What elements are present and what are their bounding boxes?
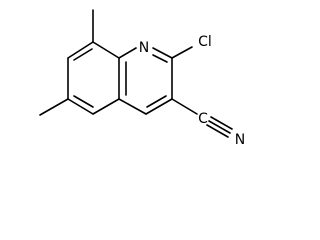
- atom-nitrile-nitrogen: N: [235, 132, 245, 148]
- bond-c6-methyl: [39, 98, 69, 116]
- bond-c2-cl: [171, 46, 193, 59]
- bond-c8a-c8: [92, 41, 120, 59]
- bond-c6-c5-inner: [73, 95, 94, 108]
- molecule-structure: N Cl C N: [39, 9, 245, 148]
- atom-nitrile-carbon: C: [198, 111, 208, 127]
- bond-c6-c5: [67, 98, 94, 115]
- bond-nitrile-triple-3: [206, 124, 229, 138]
- atom-ring-nitrogen: N: [139, 40, 149, 56]
- bond-nitrile-triple-1: [208, 120, 231, 134]
- bond-c5-c4a: [92, 98, 120, 115]
- bond-n1-c2-inner: [152, 54, 168, 63]
- bond-nitrile-triple-2: [210, 116, 233, 130]
- bond-n1-c2: [152, 47, 173, 59]
- bond-c3-c4: [145, 98, 173, 115]
- bond-c8a-n1: [118, 47, 137, 59]
- atom-chloro: Cl: [198, 34, 212, 50]
- bond-c8-c7: [67, 41, 94, 59]
- bond-c3-nitrile-carbon: [171, 98, 198, 115]
- bond-c4-c4a: [118, 98, 147, 115]
- bond-c3-c4-inner: [146, 95, 167, 108]
- bond-c8-c7-inner: [73, 48, 93, 61]
